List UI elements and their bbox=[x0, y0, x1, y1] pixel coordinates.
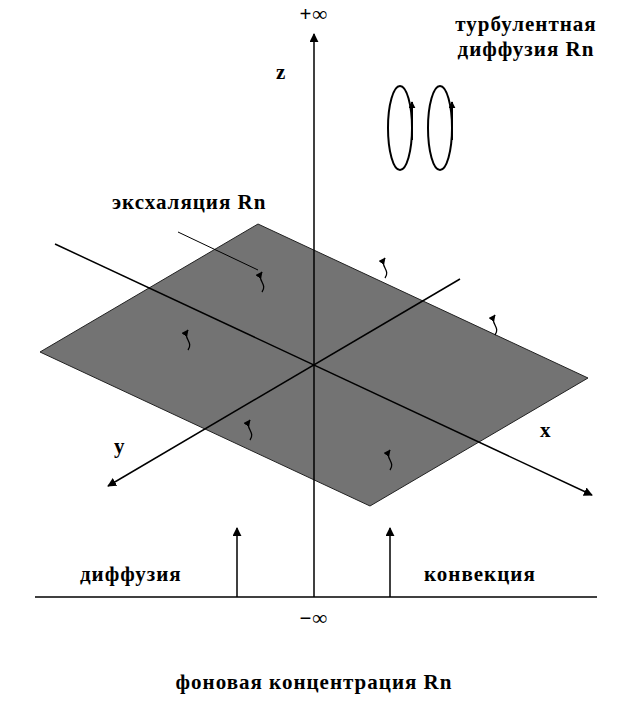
z-axis bbox=[313, 34, 315, 597]
axis-letter: y bbox=[114, 434, 126, 459]
exhalation-arrow bbox=[260, 272, 263, 292]
exhalation-arrow bbox=[186, 330, 189, 350]
leader-line bbox=[178, 232, 258, 270]
exhalation-arrows bbox=[186, 258, 496, 470]
exhalation-arrow bbox=[388, 450, 391, 470]
turbulence-arrow bbox=[411, 102, 413, 140]
exhalation-arrow bbox=[383, 258, 386, 278]
exhalation-arrow bbox=[493, 315, 496, 335]
x-axis bbox=[55, 244, 592, 495]
y-axis bbox=[108, 279, 460, 486]
exhalation-label: эксхаляция Rn bbox=[112, 190, 272, 215]
turbulence-loop bbox=[388, 86, 412, 170]
turbulence-arrow bbox=[451, 102, 453, 140]
axis-infinity: +∞ bbox=[300, 2, 329, 27]
axis-infinity: −∞ bbox=[300, 606, 329, 631]
process-label: диффузия bbox=[80, 562, 182, 587]
convection-arrow bbox=[389, 528, 391, 597]
background-label: фоновая концентрация Rn bbox=[176, 670, 453, 695]
base-line bbox=[35, 596, 597, 598]
turbulence-loops bbox=[388, 86, 452, 170]
exhalation-arrow bbox=[248, 420, 251, 440]
axis-letter: z bbox=[276, 60, 286, 85]
axis-letter: x bbox=[540, 418, 552, 443]
diffusion-arrow bbox=[236, 528, 238, 597]
process-label: конвекция bbox=[424, 562, 536, 587]
turbulence-loop bbox=[428, 86, 452, 170]
turbulence-label: турбулентная диффузия Rn bbox=[428, 12, 624, 62]
